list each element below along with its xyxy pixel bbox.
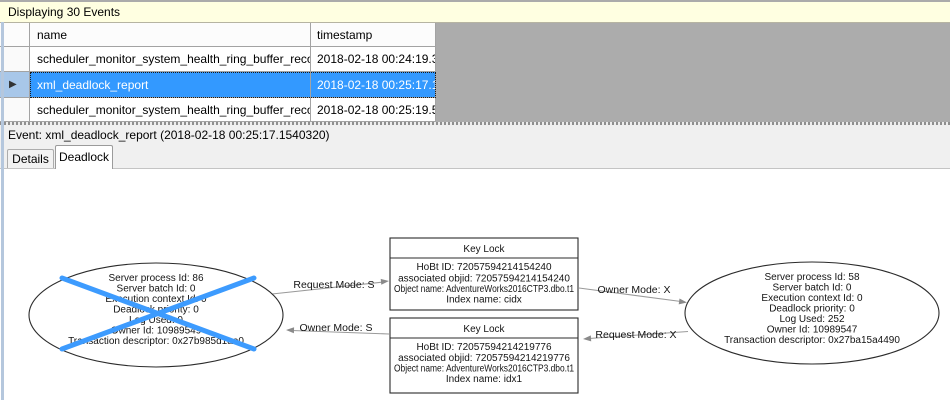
cell-event-name-selected[interactable]: xml_deadlock_report: [30, 72, 311, 98]
victim-cross-icon: [59, 275, 257, 352]
arrowhead-icon: [286, 327, 295, 334]
resource-attr: HoBt ID: 72057594214154240: [416, 262, 552, 273]
edge-request-s: [271, 281, 385, 295]
edge-owner-x: [578, 287, 682, 303]
edge-request-x: [588, 330, 689, 340]
current-row-arrow-icon: ▶: [9, 79, 17, 90]
resource-attr: Index name: cidx: [446, 295, 522, 306]
resource-title: Key Lock: [463, 324, 505, 335]
process-attr: Owner Id: 10989549: [111, 326, 202, 337]
detail-tabstrip: Details Deadlock: [0, 145, 950, 169]
row-selector[interactable]: [0, 47, 30, 72]
resource-attr: associated objid: 72057594214154240: [398, 274, 570, 285]
process-attr: Deadlock priority: 0: [113, 305, 199, 316]
resource-node-keylock-top[interactable]: [389, 237, 579, 311]
resource-title: Key Lock: [463, 244, 505, 255]
grid-detail-splitter[interactable]: [0, 122, 950, 125]
resource-attr: Object name: AdventureWorks2016CTP3.dbo.…: [394, 364, 574, 375]
resource-attr: HoBt ID: 72057594214219776: [416, 342, 552, 353]
edge-owner-s: [291, 329, 390, 335]
process-attr: Execution context Id: 0: [761, 293, 863, 304]
process-attr: Transaction descriptor: 0x27ba15a4490: [724, 335, 900, 346]
events-count-caption: Displaying 30 Events: [0, 2, 950, 23]
cell-event-timestamp[interactable]: 2018-02-18 00:25:19.5276859: [311, 98, 436, 122]
cell-event-timestamp[interactable]: 2018-02-18 00:24:19.3516078: [311, 47, 436, 72]
cell-event-name[interactable]: scheduler_monitor_system_health_ring_buf…: [30, 98, 311, 122]
process-attr: Log Used: 0: [129, 315, 183, 326]
edge-label-owner-x: Owner Mode: X: [598, 284, 671, 296]
process-node-owner[interactable]: [684, 261, 940, 365]
arrowhead-icon: [380, 278, 389, 285]
column-header-timestamp[interactable]: timestamp: [311, 23, 436, 47]
process-attr: Server batch Id: 0: [117, 284, 196, 295]
resource-attr: associated objid: 72057594214219776: [398, 353, 570, 364]
tab-details[interactable]: Details: [7, 149, 54, 168]
process-attr: Log Used: 252: [779, 314, 844, 325]
process-attr: Deadlock priority: 0: [769, 304, 855, 315]
edge-label-request-x: Request Mode: X: [595, 329, 676, 341]
column-header-name[interactable]: name: [30, 23, 311, 47]
edge-label-request-s: Request Mode: S: [293, 279, 374, 291]
window-top-border: [0, 0, 950, 2]
tab-deadlock[interactable]: Deadlock: [55, 145, 113, 169]
grid-corner-cell[interactable]: [0, 23, 30, 47]
resource-attr: Object name: AdventureWorks2016CTP3.dbo.…: [394, 284, 574, 295]
resource-node-keylock-bottom[interactable]: [389, 317, 579, 394]
events-grid: name timestamp scheduler_monitor_system_…: [0, 23, 950, 122]
process-attr: Transaction descriptor: 0x27b985d1ae0: [68, 336, 244, 347]
window-left-border: [1, 22, 4, 400]
selected-event-label: Event: xml_deadlock_report (2018-02-18 0…: [0, 125, 950, 145]
process-attr: Execution context Id: 0: [105, 294, 207, 305]
cell-event-name[interactable]: scheduler_monitor_system_health_ring_buf…: [30, 47, 311, 72]
edge-label-owner-s: Owner Mode: S: [300, 322, 373, 334]
resource-attr: Index name: idx1: [446, 374, 523, 385]
row-selector-selected[interactable]: ▶: [0, 72, 30, 98]
process-attr: Server process Id: 86: [108, 273, 203, 284]
process-attr: Server process Id: 58: [764, 272, 859, 283]
arrowhead-icon: [678, 298, 687, 305]
process-attr: Owner Id: 10989547: [767, 325, 858, 336]
arrowhead-icon: [583, 335, 592, 342]
process-attr: Server batch Id: 0: [773, 283, 852, 294]
cell-event-timestamp-selected[interactable]: 2018-02-18 00:25:17.1540320: [311, 72, 436, 98]
row-selector[interactable]: [0, 98, 30, 122]
